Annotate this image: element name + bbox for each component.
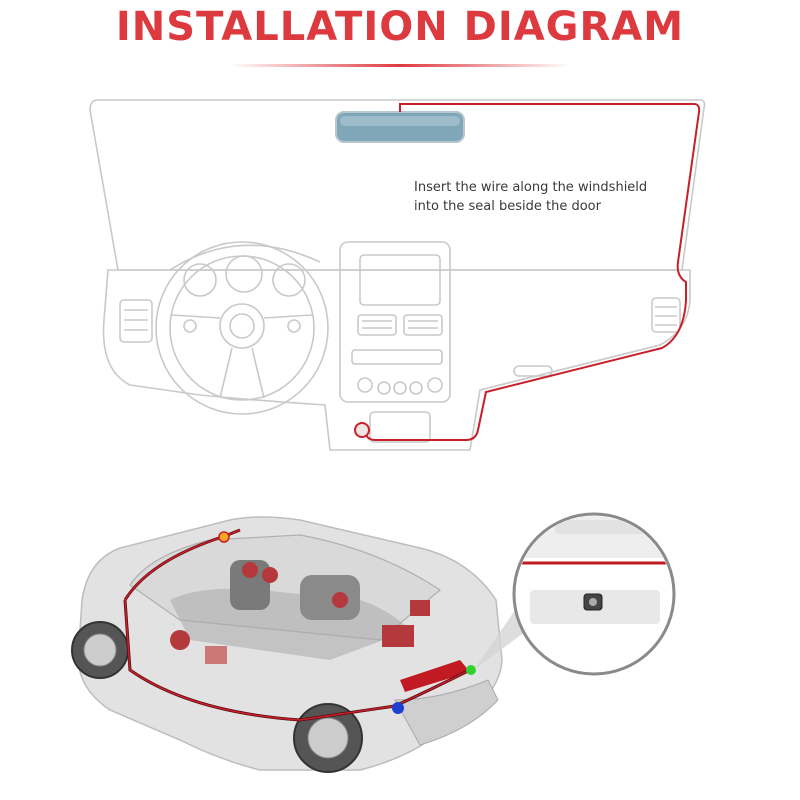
left-air-vent (119, 299, 153, 343)
wire-route-top (365, 103, 701, 441)
marker-dashcam (218, 531, 230, 543)
caption-line-1: Insert the wire along the windshield (414, 180, 648, 195)
rear-camera-zoom (512, 512, 676, 676)
center-stack (339, 241, 451, 403)
diagram-title: INSTALLATION DIAGRAM (115, 4, 685, 50)
right-air-vent (651, 297, 681, 333)
glovebox-handle (513, 365, 553, 377)
marker-rear-entry (392, 702, 404, 714)
center-screen (359, 254, 441, 306)
front-seat (230, 560, 270, 610)
instrument-cluster (169, 244, 321, 271)
marker-rear-camera (466, 665, 476, 675)
power-socket (354, 422, 370, 438)
caption-line-2: into the seal beside the door (414, 199, 601, 214)
dashboard-outline (102, 269, 691, 451)
title-underline (230, 64, 570, 67)
installation-caption: Insert the wire along the windshield int… (414, 178, 714, 216)
tail-light (400, 660, 470, 692)
dashboard-drawing (89, 99, 706, 451)
car-drawing (71, 516, 503, 773)
steering-wheel (155, 241, 329, 415)
rear-seat (300, 575, 360, 620)
